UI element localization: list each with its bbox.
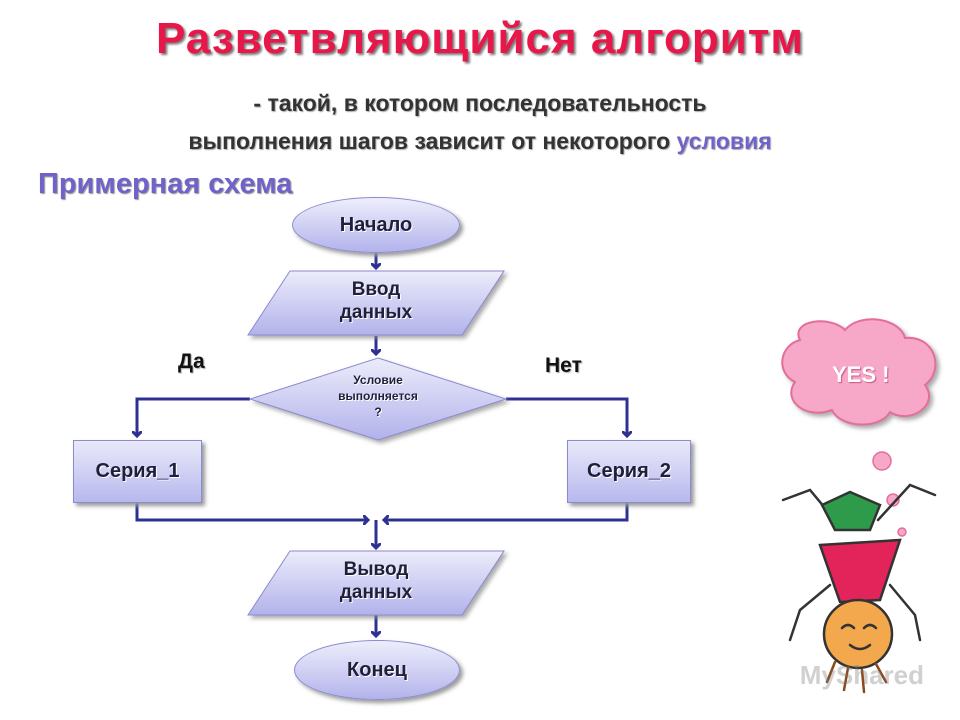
no-label: Нет bbox=[545, 354, 582, 377]
output-line-1: Вывод bbox=[343, 559, 409, 580]
subtitle-line-2-text: выполнения шагов зависит от некоторого bbox=[188, 128, 677, 154]
connector-no-branch bbox=[506, 397, 627, 436]
child-head bbox=[822, 598, 894, 670]
bubble-dot-large bbox=[872, 451, 892, 471]
condition-line-3: ? bbox=[374, 405, 382, 419]
bubble-text: YES ! bbox=[832, 362, 890, 387]
input-line-2: данных bbox=[339, 302, 413, 323]
child-face bbox=[840, 623, 878, 651]
condition-node: Условие выполняется ? bbox=[300, 372, 456, 420]
bubble-dot-small bbox=[897, 527, 907, 537]
scheme-label: Примерная схема bbox=[38, 168, 293, 200]
series-1-box: Серия_1 bbox=[73, 440, 202, 503]
input-line-1: Ввод bbox=[351, 279, 401, 300]
series-2-box: Серия_2 bbox=[567, 440, 691, 503]
input-node: Ввод данных bbox=[290, 278, 462, 324]
output-parallelogram bbox=[247, 550, 505, 616]
child-left-arm bbox=[788, 583, 832, 642]
watermark: MyShared bbox=[799, 660, 924, 690]
yes-label: Да bbox=[178, 350, 205, 373]
bubble-dot-medium bbox=[886, 493, 900, 507]
connector-series1-merge bbox=[135, 502, 368, 520]
child-right-arm bbox=[888, 583, 922, 642]
child-hair bbox=[825, 660, 888, 694]
start-node: Начало bbox=[292, 197, 460, 253]
connector-series2-merge bbox=[384, 502, 629, 520]
condition-diamond bbox=[248, 357, 508, 441]
subtitle-line-1: - такой, в котором последовательность bbox=[253, 90, 707, 116]
speech-bubble bbox=[781, 318, 937, 426]
cartoon-child bbox=[781, 483, 937, 694]
end-node: Конец bbox=[294, 640, 460, 700]
output-line-2: данных bbox=[339, 582, 413, 603]
input-parallelogram bbox=[247, 270, 505, 336]
condition-line-1: Условие bbox=[353, 373, 403, 387]
condition-line-2: выполняется bbox=[338, 389, 418, 403]
subtitle-highlight: условия bbox=[676, 128, 772, 154]
connector-yes-branch bbox=[137, 397, 250, 436]
subtitle-line-2: выполнения шагов зависит от некоторого у… bbox=[0, 128, 960, 155]
child-shirt bbox=[818, 538, 902, 604]
child-right-leg bbox=[876, 483, 937, 522]
page-title: Разветвляющийся алгоритм bbox=[156, 14, 804, 63]
output-node: Вывод данных bbox=[290, 558, 462, 604]
child-shoes bbox=[820, 490, 882, 532]
